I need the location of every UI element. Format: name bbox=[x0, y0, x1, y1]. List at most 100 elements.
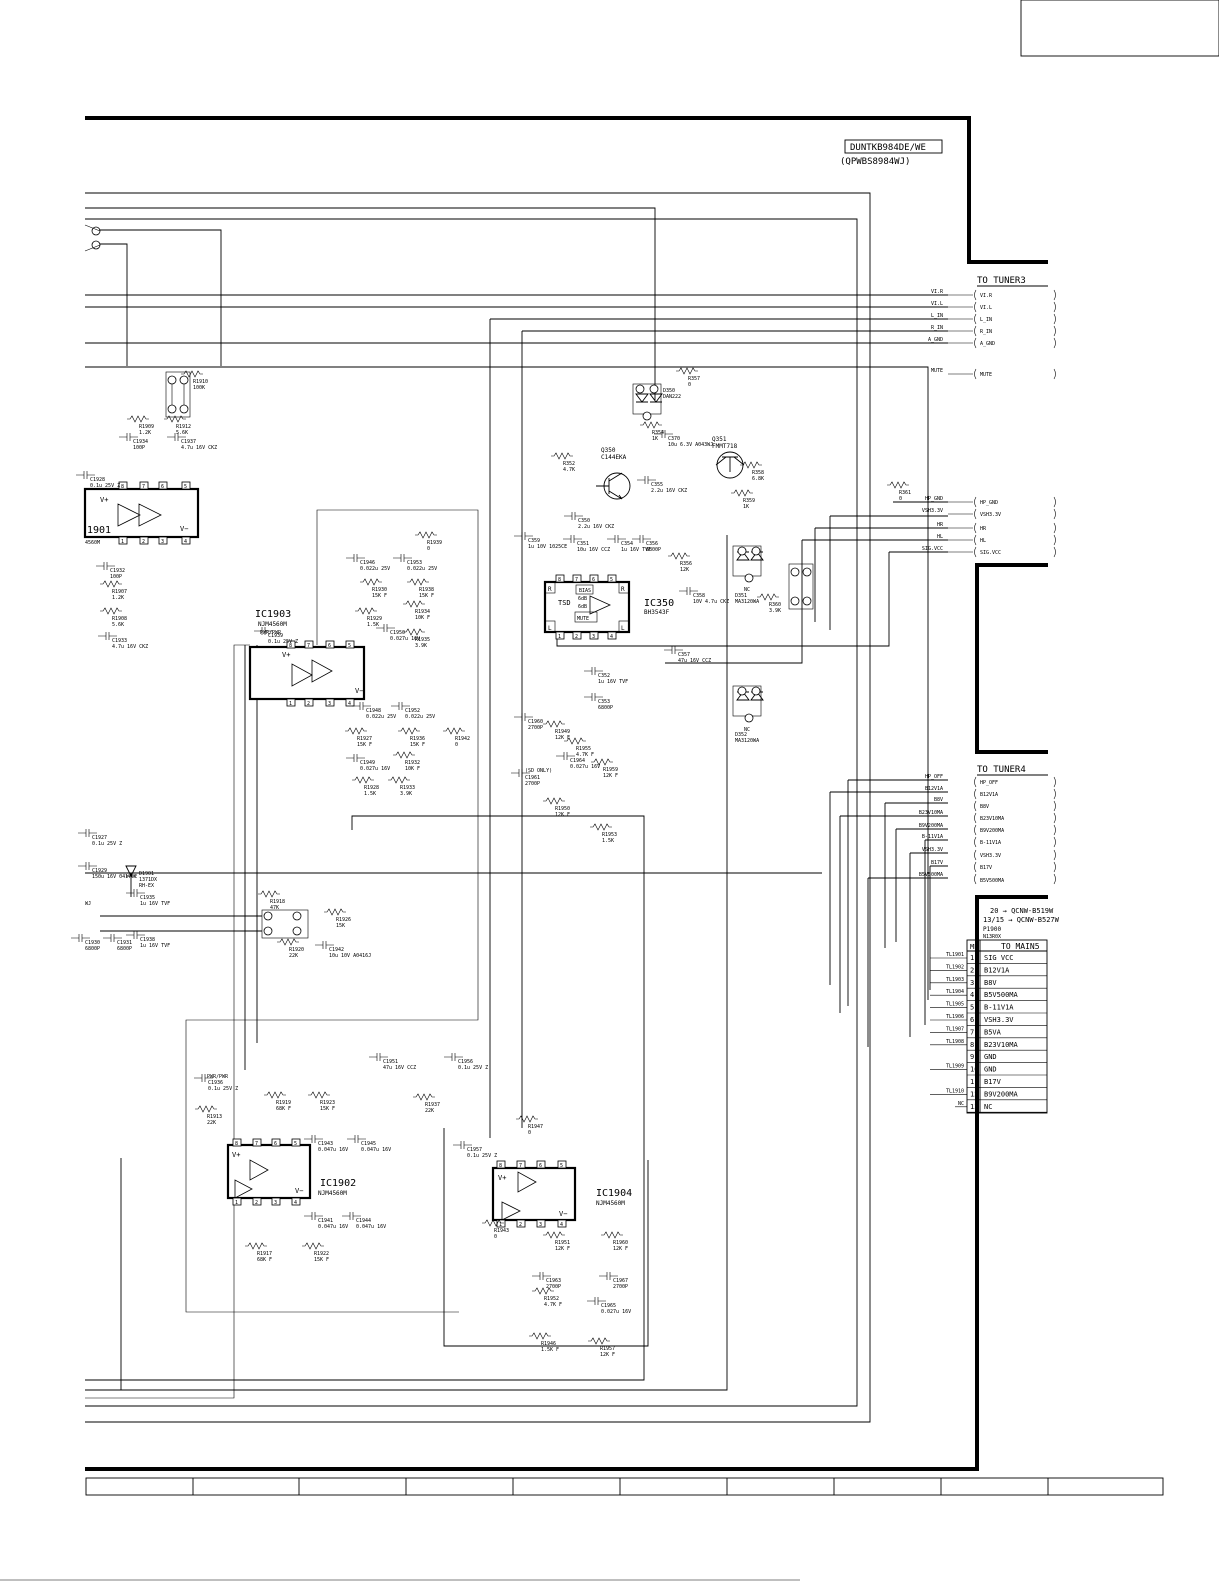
svg-text:VI.L: VI.L bbox=[980, 305, 992, 311]
component-value: 4.7K bbox=[563, 467, 575, 473]
component-ref: R1929 bbox=[367, 616, 382, 622]
svg-text:5: 5 bbox=[610, 577, 613, 583]
main5-pin-name: B5V500MA bbox=[984, 991, 1019, 999]
svg-text:R_IN: R_IN bbox=[980, 329, 992, 335]
svg-text:L: L bbox=[548, 625, 552, 632]
svg-text:L_IN: L_IN bbox=[931, 313, 943, 319]
component-value: 0 bbox=[688, 382, 691, 388]
main5-pin-name: GND bbox=[984, 1066, 997, 1074]
ic350-ref: IC350 bbox=[644, 598, 674, 609]
component-ref: C1934 bbox=[133, 439, 148, 445]
svg-text:6: 6 bbox=[161, 484, 164, 490]
component-ref: C1936 bbox=[208, 1080, 223, 1086]
svg-text:4: 4 bbox=[610, 634, 613, 640]
component-ref: C1967 bbox=[613, 1278, 628, 1284]
svg-text:VI.R: VI.R bbox=[931, 289, 944, 295]
component-value: 12K F bbox=[555, 812, 570, 818]
component-ref: C1931 bbox=[117, 940, 132, 946]
component-value: 1.5K bbox=[367, 622, 379, 628]
component-ref: R1952 bbox=[544, 1296, 559, 1302]
component-ref: C1952 bbox=[405, 708, 420, 714]
svg-text:2: 2 bbox=[575, 634, 578, 640]
component-ref: C1961 bbox=[525, 775, 540, 781]
svg-text:3: 3 bbox=[539, 1222, 542, 1228]
component-ref: C350 bbox=[578, 518, 590, 524]
component-ref: R1946 bbox=[541, 1341, 556, 1347]
component-value: 1u 10V 1025CE bbox=[528, 544, 567, 550]
component-value: 47u 16V CCZ bbox=[383, 1065, 416, 1071]
component-ref: R1953 bbox=[602, 832, 617, 838]
component-ref: C1941 bbox=[318, 1218, 333, 1224]
component-ref: R356 bbox=[680, 561, 692, 567]
svg-text:V+: V+ bbox=[282, 651, 290, 659]
svg-text:A_GND: A_GND bbox=[980, 341, 995, 347]
component-ref: R1936 bbox=[410, 736, 425, 742]
component-ref: C1945 bbox=[361, 1141, 376, 1147]
component-value: 22K bbox=[425, 1108, 434, 1114]
svg-text:4: 4 bbox=[294, 1200, 297, 1206]
board-title: DUNTKB984DE/WE (QPWBS8984WJ) bbox=[840, 139, 943, 167]
component-ref: C1928 bbox=[90, 477, 105, 483]
component-ref: R1942 bbox=[455, 736, 470, 742]
q350-transistor: Q350 C144EKA bbox=[596, 447, 631, 500]
svg-text:MA3120WA: MA3120WA bbox=[735, 738, 759, 744]
ic350: BIAS TSD R R L L MUTE 6dB 6dB IC350 BH35… bbox=[543, 574, 674, 640]
component-value: 5.6K bbox=[112, 622, 124, 628]
svg-text:B17V: B17V bbox=[931, 860, 943, 866]
main5-pin-number: 10 bbox=[970, 1066, 978, 1074]
component-ref: C358 bbox=[693, 593, 705, 599]
svg-text:6: 6 bbox=[592, 577, 595, 583]
ic1902-ref: IC1902 bbox=[320, 1178, 356, 1189]
svg-text:MUTE: MUTE bbox=[577, 616, 589, 622]
component-ref: C1949 bbox=[360, 760, 375, 766]
component-ref: C1929 bbox=[92, 868, 107, 874]
ic1901-type: 4560M bbox=[85, 540, 100, 546]
component-ref: C351 bbox=[577, 541, 589, 547]
component-value: 12K F bbox=[603, 773, 618, 779]
svg-text:D1901: D1901 bbox=[139, 871, 154, 877]
component-ref: R1923 bbox=[320, 1100, 335, 1106]
tuner3-pin: L_INL_IN bbox=[931, 313, 1056, 325]
component-value: 68K F bbox=[276, 1106, 291, 1112]
component-ref: C1942 bbox=[329, 947, 344, 953]
svg-text:B9V200MA: B9V200MA bbox=[980, 828, 1004, 834]
main5-pin-number: 11 bbox=[970, 1078, 978, 1086]
component-value: 0.1u 25V Z bbox=[92, 841, 122, 847]
svg-text:3: 3 bbox=[328, 701, 331, 707]
board-part: (QPWBS8984WJ) bbox=[840, 157, 910, 167]
component-ref: C1935 bbox=[140, 895, 155, 901]
svg-text:HP_GND: HP_GND bbox=[925, 496, 943, 502]
component-ref: R1933 bbox=[400, 785, 415, 791]
board-model: DUNTKB984DE/WE bbox=[850, 143, 926, 153]
svg-text:8: 8 bbox=[121, 484, 124, 490]
component-value: 10u 6.3V A043WJ bbox=[668, 442, 713, 448]
svg-text:B12V1A: B12V1A bbox=[980, 792, 998, 798]
